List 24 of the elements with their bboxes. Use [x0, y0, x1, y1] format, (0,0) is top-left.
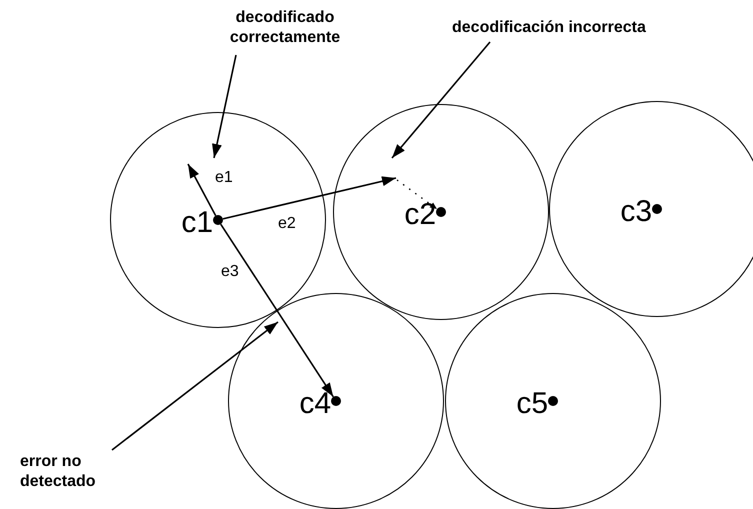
arrow [391, 41, 491, 159]
codeword-point [548, 396, 558, 406]
codeword-point [330, 396, 341, 406]
vector-arrow [187, 164, 216, 216]
vector-arrow [222, 176, 396, 220]
arrow [212, 54, 237, 158]
decoding-sphere [333, 104, 549, 320]
codeword-point [212, 214, 223, 225]
annotation-text: error no detectado [20, 452, 160, 494]
annotation-text: decodificado correctamente [222, 8, 348, 52]
codeword-point [436, 206, 446, 217]
decoding-sphere [549, 101, 753, 317]
decoding-sphere [445, 293, 661, 509]
vector-arrow [220, 224, 334, 398]
codeword-label: c5 [516, 389, 548, 419]
arrow [396, 179, 438, 210]
annotation-text: decodificación incorrecta [452, 18, 752, 38]
codeword-label: c1 [181, 208, 213, 238]
codeword-label: c3 [620, 197, 652, 227]
codeword-label: c2 [404, 200, 436, 230]
arrow [112, 321, 278, 451]
codeword-label: c4 [299, 389, 331, 419]
codeword-point [652, 204, 662, 214]
decoding-sphere [228, 293, 444, 509]
